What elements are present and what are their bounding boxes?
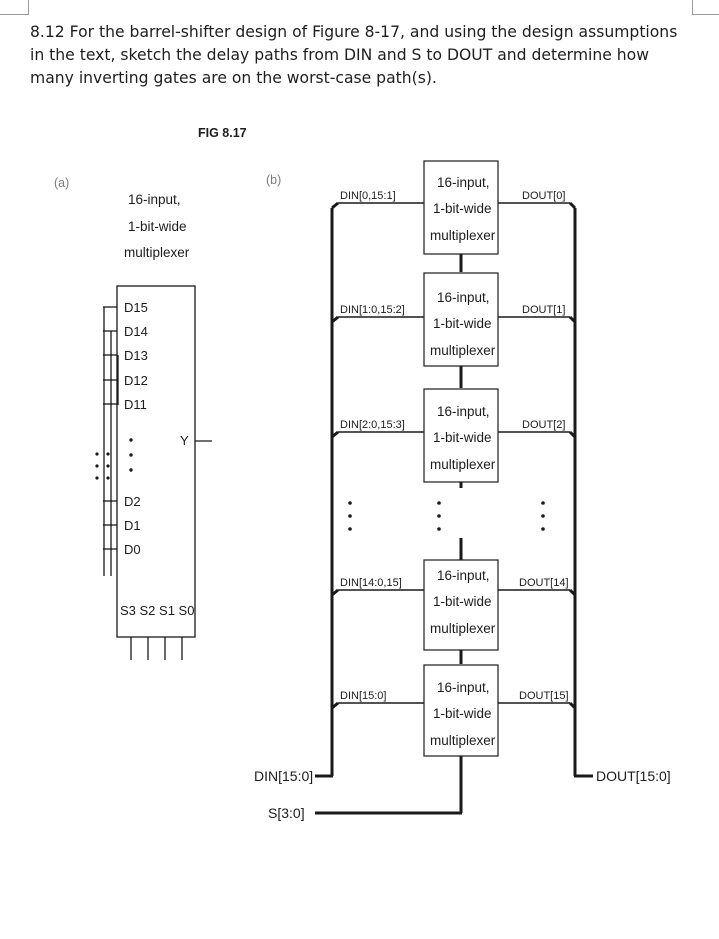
mux-2-label-2: 1-bit-wide: [433, 430, 492, 445]
din-label-1: DIN[1:0,15:2]: [340, 304, 405, 316]
mux-14-label-1: 16-input,: [437, 568, 490, 583]
dout-label-1: DOUT[1]: [522, 304, 565, 316]
part-b-din-taps: [331, 201, 339, 710]
figure-title: FIG 8.17: [198, 126, 247, 140]
pin-d2: D2: [124, 494, 141, 509]
pin-select: S3 S2 S1 S0: [120, 603, 194, 618]
mux-15-label-1: 16-input,: [437, 680, 490, 695]
dout-label-15: DOUT[15]: [519, 690, 569, 702]
din-label-2: DIN[2:0,15:3]: [340, 419, 405, 431]
part-b-dout-taps: [568, 201, 577, 710]
mux-box-15: [423, 664, 499, 757]
mux-1-label-2: 1-bit-wide: [433, 316, 492, 331]
mux-box-1: [423, 272, 499, 367]
mux-15-label-2: 1-bit-wide: [433, 706, 492, 721]
part-a-mux-title-2: 1-bit-wide: [128, 219, 187, 234]
mux-box-0: [423, 160, 499, 255]
mux-box-2: [423, 388, 499, 483]
part-a-pin-ellipsis: [129, 438, 133, 472]
page-corner-right: [692, 0, 719, 15]
bus-out-label: DOUT[15:0]: [596, 768, 671, 784]
pin-d0: D0: [124, 542, 141, 557]
dout-label-0: DOUT[0]: [522, 190, 565, 202]
pin-d11: D11: [124, 397, 147, 412]
pin-d13: D13: [124, 348, 148, 363]
din-label-0: DIN[0,15:1]: [340, 190, 396, 202]
mux-2-label-3: multiplexer: [430, 457, 496, 472]
mux-box-14: [423, 559, 499, 651]
part-a-select-stubs: [130, 637, 183, 660]
din-label-15: DIN[15:0]: [340, 690, 386, 702]
part-a-mux-title-1: 16-input,: [128, 192, 181, 207]
part-a-mux-box: [116, 285, 196, 638]
bus-in-label: DIN[15:0]: [254, 768, 313, 784]
din-label-14: DIN[14:0,15]: [340, 577, 402, 589]
part-a-wire-dots: [95, 452, 110, 480]
mux-0-label-3: multiplexer: [430, 228, 496, 243]
page-corner-left: [0, 0, 29, 15]
mux-0-label-1: 16-input,: [437, 175, 490, 190]
part-a-label: (a): [54, 176, 69, 190]
dout-label-2: DOUT[2]: [522, 419, 565, 431]
mux-1-label-3: multiplexer: [430, 343, 496, 358]
pin-d1: D1: [124, 518, 141, 533]
mux-0-label-2: 1-bit-wide: [433, 201, 492, 216]
part-b-row-lines: [338, 202, 570, 704]
pin-d12: D12: [124, 373, 148, 388]
select-in-label: S[3:0]: [268, 805, 305, 821]
part-a-input-stubs: [103, 306, 119, 576]
pin-d14: D14: [124, 324, 148, 339]
mux-14-label-2: 1-bit-wide: [433, 594, 492, 609]
pin-d15: D15: [124, 300, 148, 315]
question-text: 8.12 For the barrel-shifter design of Fi…: [30, 23, 678, 87]
pin-y: Y: [180, 433, 189, 448]
part-b-label: (b): [266, 173, 281, 187]
dout-label-14: DOUT[14]: [519, 577, 569, 589]
part-a-mux-title-3: multiplexer: [124, 245, 190, 260]
part-b-buses: [315, 208, 593, 815]
mux-1-label-1: 16-input,: [437, 290, 490, 305]
part-b-ellipsis: [348, 501, 545, 531]
mux-14-label-3: multiplexer: [430, 621, 496, 636]
mux-15-label-3: multiplexer: [430, 733, 496, 748]
mux-2-label-1: 16-input,: [437, 404, 490, 419]
